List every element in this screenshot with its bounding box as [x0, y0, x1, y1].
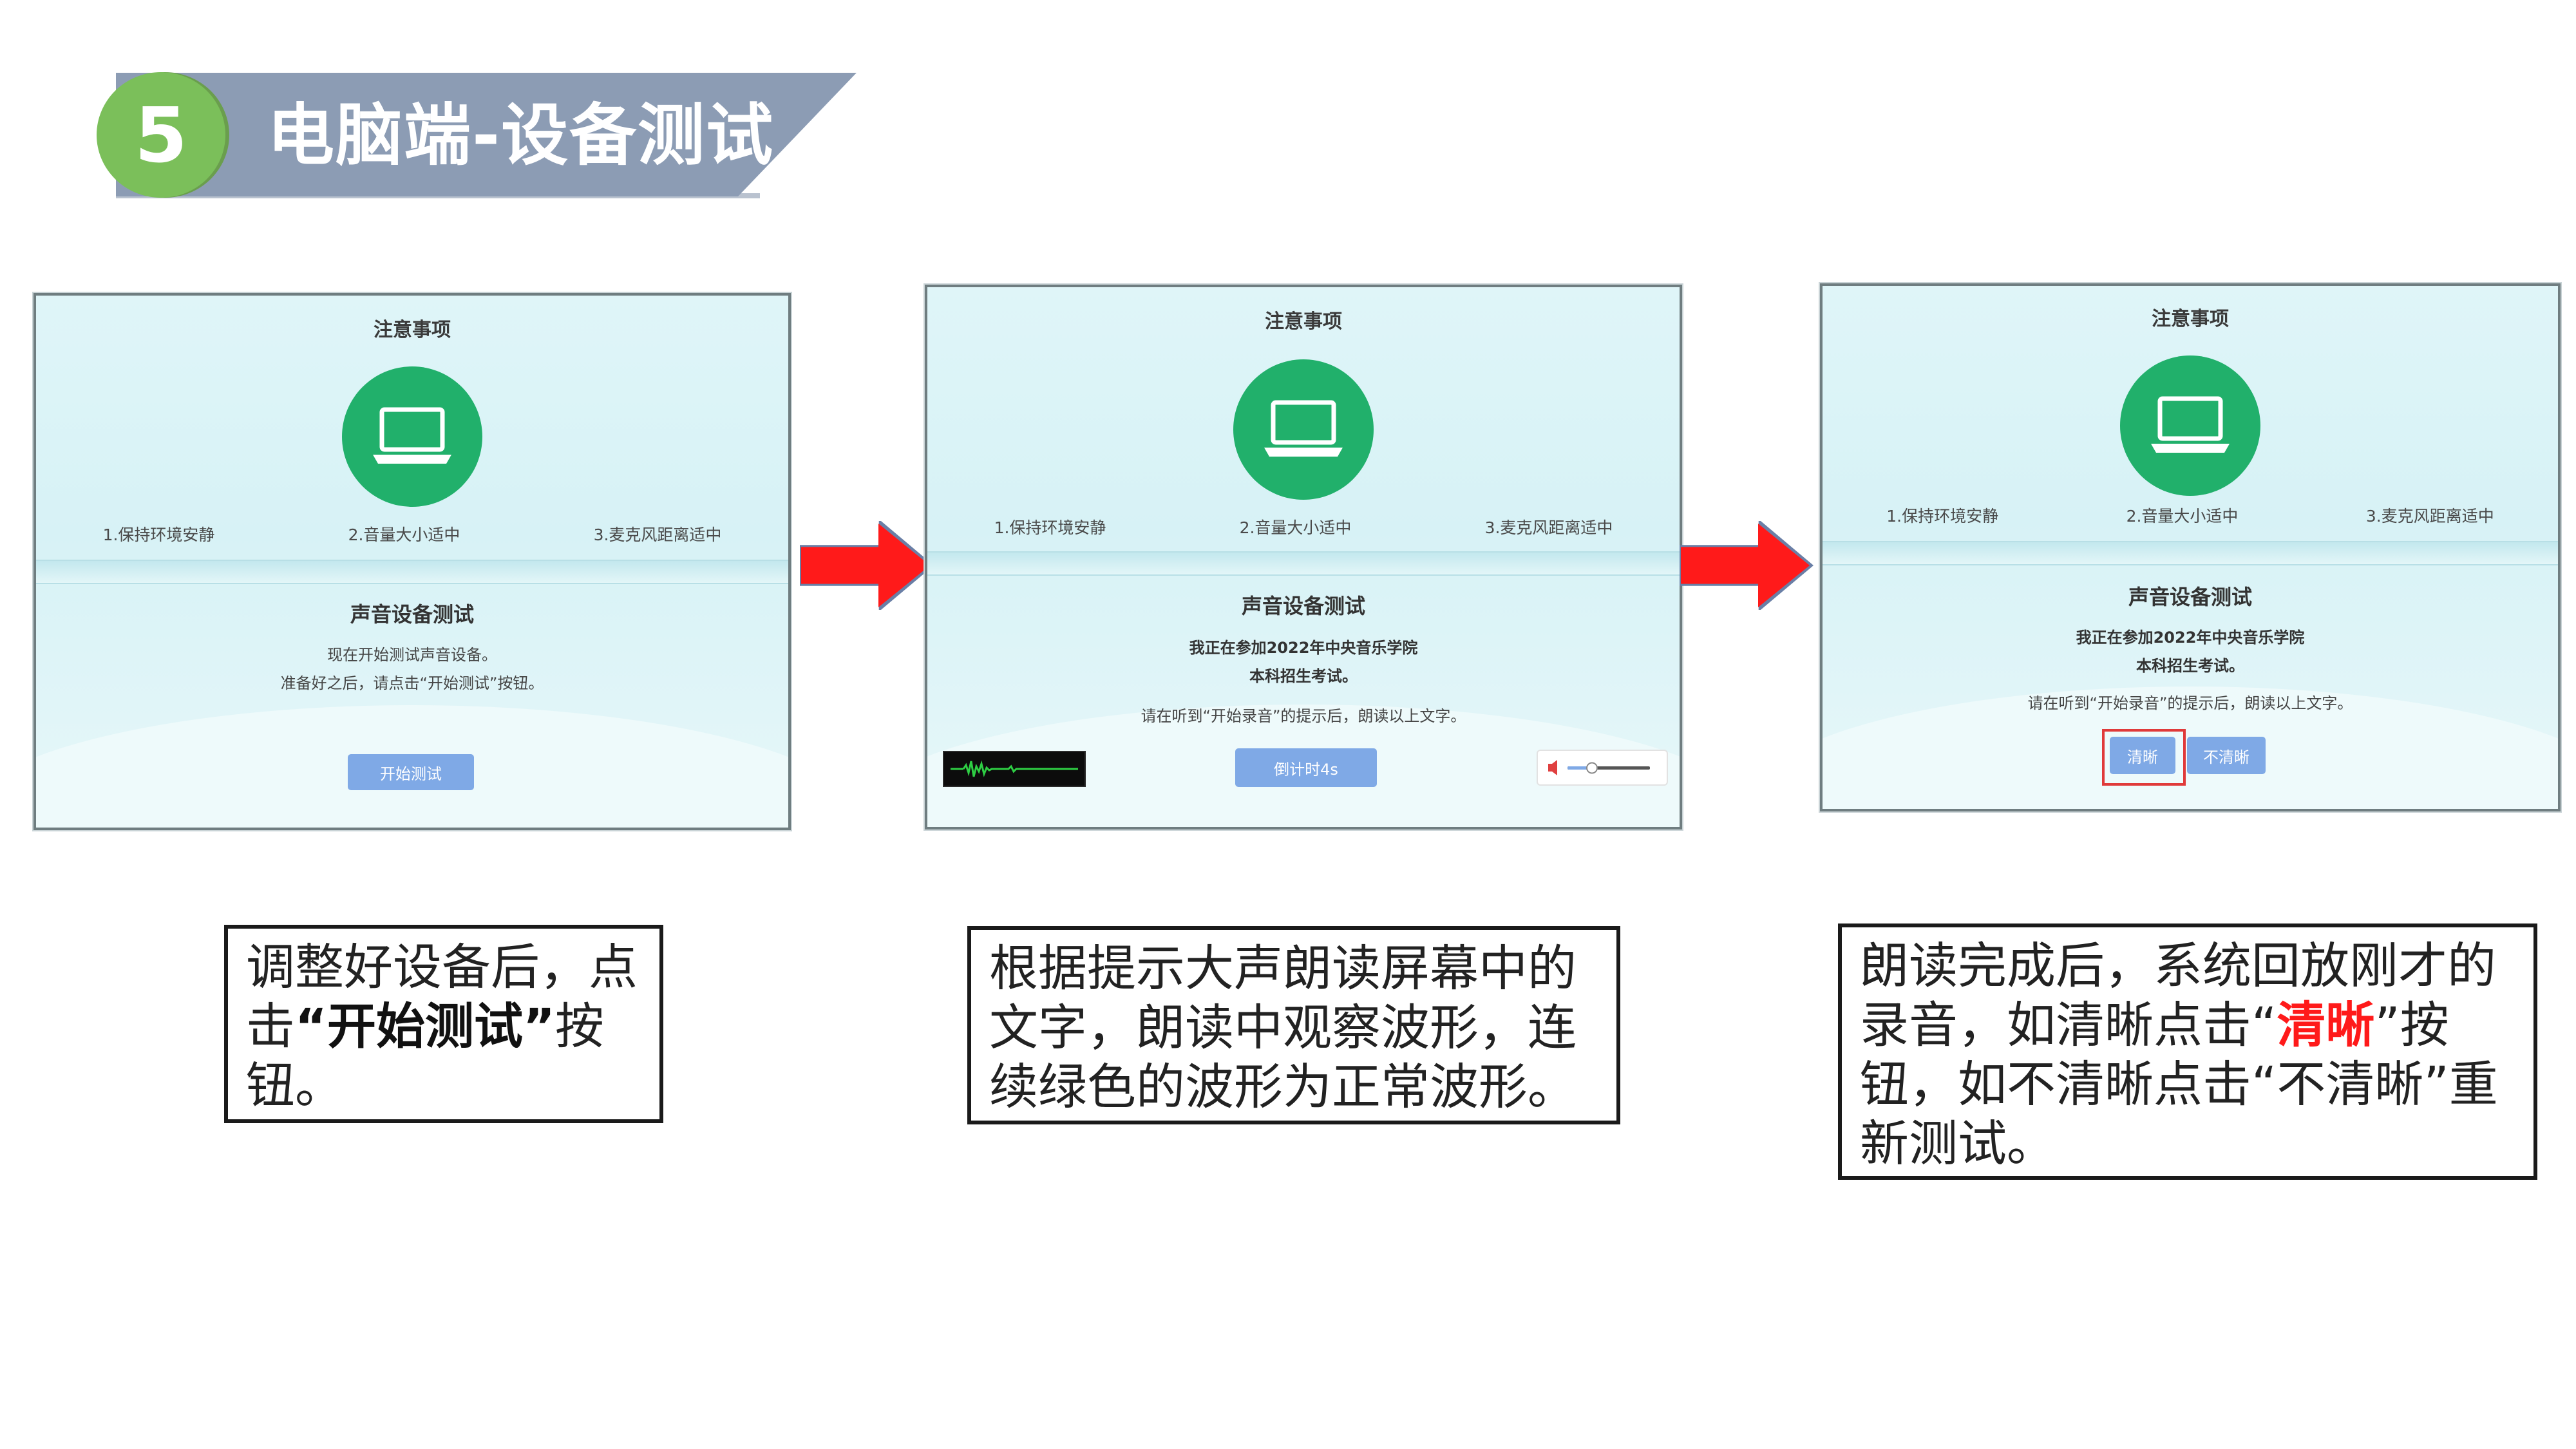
section-title: 声音设备测试: [2128, 585, 2252, 609]
recording-instruction: 请在听到“开始录音”的提示后，朗读以上文字。: [2027, 694, 2353, 712]
laptop-icon-circle: [342, 366, 482, 507]
caption-step-start: 调整好设备后，点击“开始测试”按钮。: [224, 925, 663, 1123]
caption-text: ”按钮，如不清晰点击“不清晰”重新测试。: [1860, 996, 2498, 1172]
read-text-line-2: 本科招生考试。: [1249, 667, 1358, 685]
section-divider: [927, 551, 1680, 576]
section-title: 声音设备测试: [1241, 594, 1365, 618]
caption-text: 朗读完成后，系统回放刚才的录音，如清晰点击“: [1860, 937, 2496, 1054]
waveform-icon: [951, 760, 1078, 777]
section-divider: [36, 560, 788, 584]
tips-row: 1.保持环境安静 2.音量大小适中 3.麦克风距离适中: [927, 515, 1680, 538]
section-title: 声音设备测试: [350, 602, 474, 627]
caption-red-clear: 清晰: [2277, 996, 2375, 1054]
next-step-arrow: [1681, 524, 1810, 607]
laptop-icon: [2151, 396, 2230, 453]
tip-quiet: 1.保持环境安静: [1886, 507, 1999, 526]
tip-quiet: 1.保持环境安静: [102, 526, 215, 544]
read-text-line-2: 本科招生考试。: [2136, 657, 2244, 675]
countdown-button[interactable]: 倒计时4s: [1235, 748, 1377, 787]
caption-step-reading: 根据提示大声朗读屏幕中的文字，朗读中观察波形，连续绿色的波形为正常波形。: [967, 926, 1620, 1124]
read-text-line-1: 我正在参加2022年中央音乐学院: [1189, 639, 1418, 657]
screenshot-panel-reading: 注意事项 1.保持环境安静 2.音量大小适中 3.麦克风距离适中 声音设备测试 …: [925, 285, 1682, 829]
notice-title: 注意事项: [1265, 310, 1342, 333]
tip-volume: 2.音量大小适中: [348, 526, 460, 544]
tip-mic-distance: 3.麦克风距离适中: [2365, 507, 2494, 526]
instruction-line-1: 现在开始测试声音设备。: [327, 646, 497, 664]
recording-instruction: 请在听到“开始录音”的提示后，朗读以上文字。: [1141, 707, 1466, 725]
header-banner: [116, 73, 857, 196]
screenshot-panel-start: 注意事项 1.保持环境安静 2.音量大小适中 3.麦克风距离适中 声音设备测试 …: [33, 293, 791, 830]
tips-row: 1.保持环境安静 2.音量大小适中 3.麦克风距离适中: [1823, 504, 2558, 527]
tip-mic-distance: 3.麦克风距离适中: [1484, 518, 1613, 537]
clear-button-highlight: [2102, 729, 2186, 786]
tip-quiet: 1.保持环境安静: [994, 518, 1106, 537]
screenshot-panel-playback: 注意事项 1.保持环境安静 2.音量大小适中 3.麦克风距离适中 声音设备测试 …: [1820, 283, 2561, 811]
step-number: 5: [134, 90, 188, 180]
volume-slider-icon[interactable]: [1538, 751, 1667, 784]
caption-step-playback: 朗读完成后，系统回放刚才的录音，如清晰点击“清晰”按钮，如不清晰点击“不清晰”重…: [1838, 923, 2537, 1180]
volume-control[interactable]: [1538, 751, 1667, 784]
tip-volume: 2.音量大小适中: [1239, 518, 1352, 537]
read-text-line-1: 我正在参加2022年中央音乐学院: [2076, 629, 2305, 647]
notice-title: 注意事项: [374, 319, 451, 341]
tip-mic-distance: 3.麦克风距离适中: [593, 526, 722, 544]
page-title: 电脑端-设备测试: [267, 96, 775, 175]
caption-text: 按钮。: [246, 998, 604, 1114]
next-step-arrow: [801, 524, 930, 607]
tip-volume: 2.音量大小适中: [2126, 507, 2239, 526]
notice-title: 注意事项: [2152, 308, 2229, 330]
clear-button[interactable]: 清晰: [2110, 737, 2175, 774]
laptop-icon-circle: [1233, 359, 1374, 500]
start-test-button[interactable]: 开始测试: [348, 754, 474, 790]
laptop-icon: [373, 407, 451, 464]
unclear-button[interactable]: 不清晰: [2187, 737, 2266, 774]
audio-waveform: [943, 751, 1086, 787]
caption-text: 调整好设备后，点击: [246, 938, 638, 1055]
laptop-icon-circle: [2120, 355, 2260, 496]
section-divider: [1823, 541, 2558, 565]
laptop-icon: [1264, 400, 1343, 457]
step-badge: 5: [97, 72, 225, 198]
caption-text: 根据提示大声朗读屏幕中的文字，朗读中观察波形，连续绿色的波形为正常波形。: [989, 940, 1577, 1115]
instruction-line-2: 准备好之后，请点击“开始测试”按钮。: [280, 674, 544, 692]
caption-bold-start-test: “开始测试”: [295, 998, 555, 1055]
tips-row: 1.保持环境安静 2.音量大小适中 3.麦克风距离适中: [36, 522, 788, 545]
